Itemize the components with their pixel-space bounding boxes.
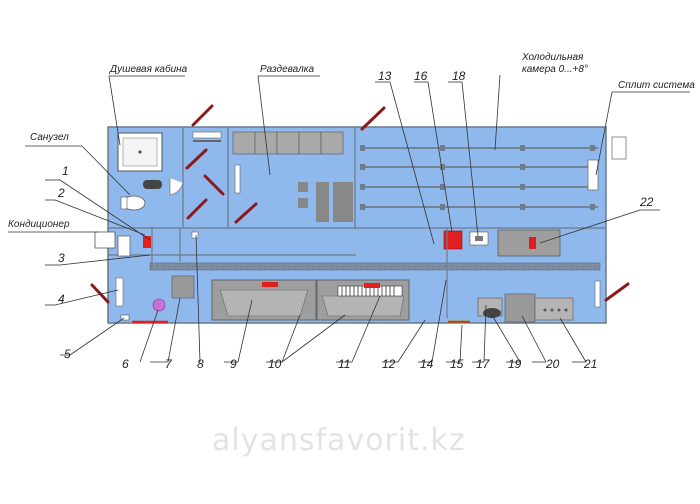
callout-2: 2 — [57, 186, 65, 200]
label-conditioner: Кондиционер — [8, 219, 70, 230]
callout-8: 8 — [197, 357, 204, 371]
callout-3: 3 — [58, 251, 65, 265]
callout-4: 4 — [58, 292, 65, 306]
wall-sink-4 — [115, 277, 124, 307]
label-split: Сплит система — [618, 80, 695, 91]
callout-17: 17 — [476, 357, 491, 371]
label-shower: Душевая кабина — [109, 63, 188, 75]
conveyor-rail — [149, 262, 601, 271]
callout-18: 18 — [452, 69, 466, 83]
table-20 — [504, 293, 536, 323]
conditioner-unit — [94, 231, 116, 249]
watermark: alyansfavorit.kz — [212, 423, 466, 458]
label-locker: Раздевалка — [260, 64, 314, 75]
label-cold-room-2: камера 0...+8° — [522, 64, 588, 75]
callout-16: 16 — [414, 69, 428, 83]
bathroom-top-fixture — [192, 131, 222, 139]
callout-12: 12 — [382, 357, 396, 371]
label-cold-room-1: Холодильная — [521, 52, 584, 63]
door-arc — [169, 178, 184, 196]
conditioner-inner — [117, 235, 131, 257]
depilator-11 — [337, 283, 403, 297]
locker-benches — [298, 182, 353, 222]
callout-13: 13 — [378, 69, 392, 83]
callout-6: 6 — [122, 357, 129, 371]
callout-14: 14 — [420, 357, 434, 371]
split-outdoor-unit — [611, 136, 627, 160]
door-markers — [90, 104, 630, 304]
callout-10: 10 — [268, 357, 282, 371]
rail-supports — [360, 145, 595, 210]
callout-11: 11 — [338, 357, 350, 371]
processing-table-9 — [211, 279, 317, 321]
callout-21: 21 — [583, 357, 597, 371]
sink — [143, 180, 162, 189]
callout-19: 19 — [508, 357, 522, 371]
split-indoor-unit — [587, 159, 599, 191]
callout-9: 9 — [230, 357, 237, 371]
small-device-5 — [120, 314, 130, 321]
callout-7: 7 — [165, 357, 173, 371]
basin-19 — [483, 308, 501, 318]
label-sanuzel: Санузел — [30, 132, 69, 143]
callout-22: 22 — [639, 195, 654, 209]
red-box-2 — [143, 236, 151, 248]
cold-room-rails — [362, 147, 598, 208]
locker-door-frame — [234, 164, 241, 194]
small-box-8 — [191, 231, 199, 239]
table-21 — [534, 297, 574, 321]
callout-20: 20 — [545, 357, 560, 371]
locker-cabinets — [232, 131, 344, 155]
box-7 — [171, 275, 195, 299]
shower-cabin — [117, 132, 163, 172]
right-door-frame — [594, 280, 601, 308]
callout-1: 1 — [62, 164, 69, 178]
callout-15: 15 — [450, 357, 464, 371]
round-tank-6 — [152, 298, 166, 312]
leader-lines — [8, 74, 690, 363]
callout-5: 5 — [64, 347, 71, 361]
red-unit-16 — [443, 230, 463, 250]
